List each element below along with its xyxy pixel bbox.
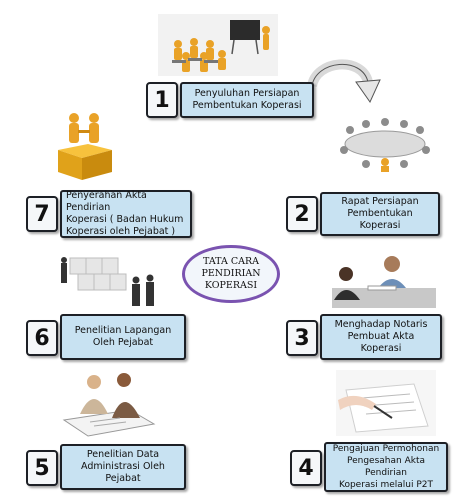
step-4: 4 Pengajuan Permohonan Pengesahan Akta P… [290, 442, 448, 492]
document-signing-illustration [336, 370, 436, 436]
puzzle-team-illustration [61, 257, 154, 306]
step-6: 6 Penelitian Lapangan Oleh Pejabat [26, 314, 186, 360]
step-number: 3 [286, 320, 318, 356]
step-label: Rapat Persiapan Pembentukan Koperasi [320, 192, 440, 236]
step-5: 5 Penelitian Data Administrasi Oleh Peja… [26, 444, 186, 490]
notary-illustration [332, 256, 436, 308]
step-label: Penyuluhan Persiapan Pembentukan Koperas… [180, 82, 314, 118]
presentation-illustration [158, 14, 278, 76]
step-label: Penyerahan Akta Pendirian Koperasi ( Bad… [60, 190, 192, 238]
handshake-illustration [58, 113, 112, 180]
data-review-illustration [62, 373, 156, 437]
center-title-text: TATA CARA PENDIRIAN KOPERASI [201, 256, 261, 291]
step-1: 1 Penyuluhan Persiapan Pembentukan Koper… [146, 82, 314, 118]
step-7: 7 Penyerahan Akta Pendirian Koperasi ( B… [26, 190, 192, 238]
step-number: 7 [26, 196, 58, 232]
step-label: Menghadap Notaris Pembuat Akta Koperasi [320, 314, 442, 360]
step-label: Penelitian Data Administrasi Oleh Pejaba… [60, 444, 186, 490]
step-number: 6 [26, 320, 58, 356]
step-label: Pengajuan Permohonan Pengesahan Akta Pen… [324, 442, 448, 492]
step-number: 5 [26, 450, 58, 486]
meeting-table-illustration [340, 118, 430, 172]
step-2: 2 Rapat Persiapan Pembentukan Koperasi [286, 192, 442, 236]
step-3: 3 Menghadap Notaris Pembuat Akta Koperas… [286, 314, 444, 360]
step-label: Penelitian Lapangan Oleh Pejabat [60, 314, 186, 360]
step-number: 1 [146, 82, 178, 118]
step-number: 4 [290, 450, 322, 486]
center-title: TATA CARA PENDIRIAN KOPERASI [182, 245, 280, 303]
step-number: 2 [286, 196, 318, 232]
curved-arrow-icon [307, 59, 381, 104]
